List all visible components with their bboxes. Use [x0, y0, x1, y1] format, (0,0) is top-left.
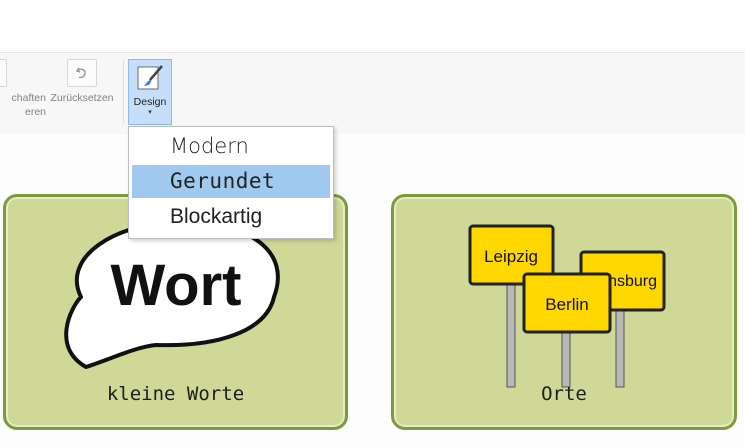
eigenschaften-button[interactable]: chaften eren: [0, 59, 46, 119]
speech-bubble-icon: Wort: [64, 220, 280, 369]
design-brush-icon: [135, 63, 165, 93]
card-label-orte: Orte: [541, 383, 587, 405]
properties-icon: [0, 59, 7, 87]
bubble-word-text: Wort: [110, 253, 241, 318]
sign-text-1: Leipzig: [484, 247, 538, 266]
content-area: Wort kleine Worte nsburg Leipzig Berlin …: [0, 134, 745, 448]
card-label-kleine-worte: kleine Worte: [106, 383, 245, 405]
ribbon-toolbar: chaften eren Zurücksetzen Design ▾: [0, 52, 745, 135]
menu-item-gerundet[interactable]: Gerundet: [132, 165, 330, 198]
menu-item-blockartig[interactable]: Blockartig: [170, 205, 263, 228]
ribbon-separator: [123, 61, 124, 123]
sign-text-3: nsburg: [608, 273, 657, 290]
reset-label: Zurücksetzen: [50, 92, 114, 104]
menu-item-modern[interactable]: Modern: [170, 134, 249, 158]
design-dropdown-menu: Modern Gerundet Blockartig: [128, 126, 334, 239]
eigenschaften-label-line1: chaften: [11, 92, 46, 104]
reset-button[interactable]: Zurücksetzen: [46, 59, 118, 105]
card-orte[interactable]: nsburg Leipzig Berlin Orte: [391, 194, 737, 430]
sign-text-2: Berlin: [545, 295, 588, 314]
town-signs-icon: nsburg Leipzig Berlin: [468, 224, 666, 388]
design-label: Design: [133, 96, 167, 108]
design-button[interactable]: Design ▾: [128, 59, 172, 125]
undo-icon: [67, 59, 97, 87]
dropdown-arrow-icon: ▾: [148, 109, 152, 116]
eigenschaften-label-line2: eren: [24, 106, 46, 118]
